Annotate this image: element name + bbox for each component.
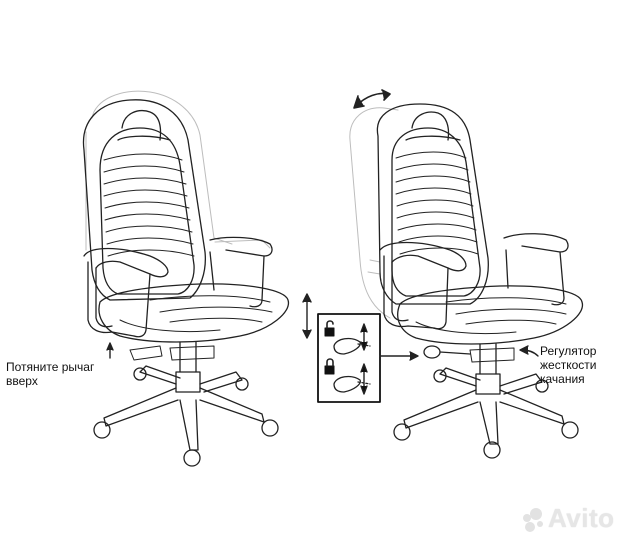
- inset-pointer-arrow: [379, 351, 419, 361]
- left-armrest-far: [209, 236, 273, 257]
- locked-padlock-icon: [324, 358, 335, 375]
- tilt-lock-inset: [317, 313, 381, 403]
- tilt-tension-label-line1: Регулятор: [540, 344, 597, 358]
- lever-updown-arrows: [360, 323, 368, 395]
- tilt-tension-label-line3: качания: [540, 372, 585, 386]
- left-backrest-panel: [99, 127, 195, 295]
- left-chair: [82, 90, 290, 467]
- pull-lever-label-line2: вверх: [6, 374, 38, 388]
- pull-lever-label: Потяните рычаг вверх: [6, 360, 94, 388]
- right-casters: [393, 369, 579, 459]
- watermark-dots-icon: [523, 508, 543, 532]
- right-armrest-far: [503, 233, 569, 253]
- right-chair: [349, 89, 584, 459]
- pull-lever-up-arrow: [106, 342, 114, 359]
- tilt-lever-upper: [333, 337, 361, 355]
- watermark-text: Avito: [548, 503, 615, 533]
- left-chair-ghost-outline: [85, 90, 271, 251]
- tension-label-arrow: [519, 345, 539, 357]
- right-backrest-stitching: [395, 151, 479, 255]
- left-backrest-stitching: [103, 153, 195, 257]
- left-armrest-near: [83, 247, 169, 278]
- left-backrest: [82, 99, 206, 301]
- left-seat: [98, 283, 290, 343]
- left-casters: [93, 367, 279, 467]
- right-armrest-near: [379, 241, 467, 272]
- tilt-tension-label-line2: жесткости: [540, 358, 597, 372]
- tilt-tension-knob: [423, 345, 471, 359]
- tilt-lever-lower: [333, 375, 361, 393]
- pull-lever-label-line1: Потяните рычаг: [6, 360, 95, 374]
- left-headrest: [121, 109, 162, 141]
- tilt-tension-label: Регулятор жесткости качания: [540, 344, 596, 386]
- right-headrest: [411, 111, 450, 141]
- right-backrest: [376, 103, 489, 305]
- right-seat: [397, 285, 584, 345]
- right-chair-ghost-outline: [349, 107, 399, 319]
- unlocked-padlock-icon: [324, 320, 335, 337]
- right-backrest-panel: [391, 127, 481, 297]
- height-adjust-arrow: [302, 293, 312, 339]
- tilt-rock-arrow: [353, 89, 391, 109]
